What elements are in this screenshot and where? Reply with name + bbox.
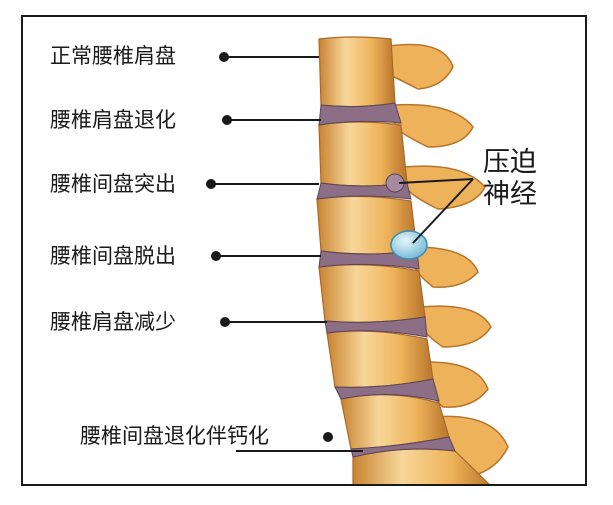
label-normal-disc: 正常腰椎肩盘 — [50, 44, 176, 68]
disc-reduced — [334, 378, 440, 402]
disc-herniation — [324, 316, 428, 338]
nerve-compression-note: 压迫 神经 — [483, 147, 537, 211]
label-bullets — [206, 52, 333, 442]
label-disc-degeneration-calcification: 腰椎间盘退化伴钙化 — [80, 424, 269, 448]
label-disc-reduction: 腰椎肩盘减少 — [50, 310, 176, 334]
label-disc-protrusion: 腰椎间盘突出 — [50, 172, 176, 196]
label-disc-degeneration: 腰椎肩盘退化 — [50, 108, 176, 132]
nerve-note-line1: 压迫 — [483, 147, 537, 178]
nerve-note-line2: 神经 — [483, 178, 537, 210]
diagram-frame: 正常腰椎肩盘 腰椎肩盘退化 腰椎间盘突出 腰椎间盘脱出 腰椎肩盘减少 腰椎间盘退… — [21, 15, 587, 486]
disc-calcified — [350, 436, 456, 458]
disc-normal — [318, 102, 402, 126]
vertebral-bodies — [316, 36, 490, 484]
spine-illustration — [206, 36, 509, 484]
spinous-processes — [382, 43, 509, 480]
disc-protrusion — [318, 250, 420, 270]
label-disc-herniation: 腰椎间盘脱出 — [50, 244, 176, 268]
leader-lines — [215, 56, 474, 452]
